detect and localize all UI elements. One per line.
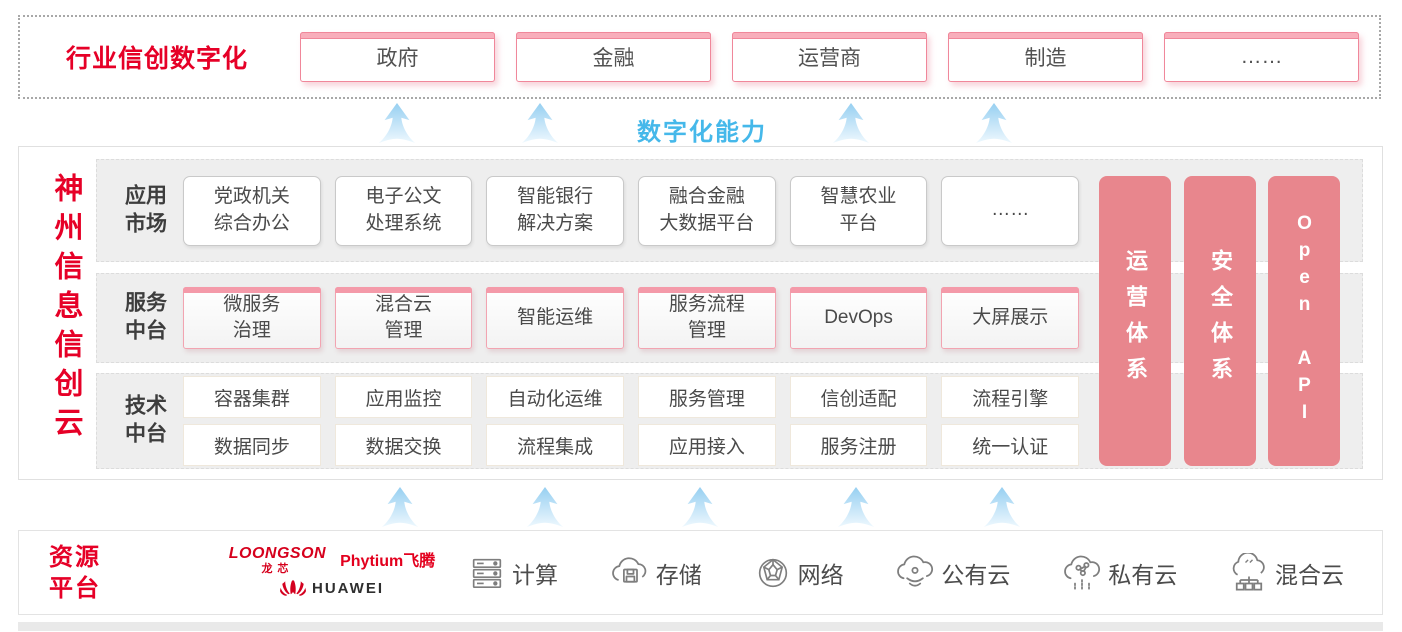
row-label-app-market: 应用 市场 [125,184,167,236]
resource-item-storage: 存储 [609,553,702,593]
service-box: 微服务 治理 [183,287,321,349]
service-items: 微服务 治理 混合云 管理 智能运维 服务流程 管理 DevOps 大屏展示 [183,274,1080,362]
storage-icon [611,556,647,583]
tech-box: 应用监控 [334,376,473,418]
huawei-flower-icon [280,579,306,596]
resource-platform-title: 资源 平台 [49,543,101,602]
tech-box: 服务注册 [789,424,928,466]
tech-box: 统一认证 [941,424,1080,466]
loongson-logo: LOONGSON 龙芯 [228,544,327,575]
row-label-tech: 技术 中台 [125,394,167,446]
up-arrow-icon [975,102,1013,144]
app-box: 党政机关 综合办公 [183,175,321,246]
up-arrow-icon [681,486,719,528]
tech-box: 流程集成 [486,424,625,466]
public-cloud-icon [897,555,934,587]
service-platform-row: 服务 中台 微服务 治理 混合云 管理 智能运维 服务流程 管理 DevOps … [96,273,1363,363]
up-arrow-icon [832,102,870,144]
app-box: 电子公文 处理系统 [334,175,473,246]
app-box: 智慧农业 平台 [789,175,928,246]
tech-box: 数据交换 [334,424,473,466]
resource-items: 计算 存储 网络 [467,531,1344,614]
tech-box: 应用接入 [638,424,776,466]
capability-label: 数字化能力 [637,119,767,146]
resource-item-hybrid-cloud: 混合云 [1228,552,1344,593]
service-box: 智能运维 [486,287,625,349]
phytium-logo: Phytium飞腾 [340,552,436,570]
private-cloud-icon [1064,555,1101,590]
compute-icon [472,558,502,588]
industry-box-manufacturing: 制造 [948,32,1143,82]
app-box: 智能银行 解决方案 [486,175,625,246]
up-arrow-icon [378,102,416,144]
side-bar-operation-system: 运营体系 [1099,176,1171,466]
up-arrow-icon [837,486,875,528]
tech-box: 服务管理 [638,376,776,418]
resource-item-public-cloud: 公有云 [894,553,1010,593]
tech-items: 容器集群 应用监控 自动化运维 服务管理 信创适配 流程引擎 数据同步 数据交换… [183,374,1080,468]
industry-banner: 行业信创数字化 政府 金融 运营商 制造 …… [18,15,1381,99]
tech-box: 流程引擎 [941,376,1080,418]
industry-box-operator: 运营商 [732,32,927,82]
industry-box-government: 政府 [300,32,495,82]
app-box: 融合金融 大数据平台 [638,175,776,246]
tech-box: 容器集群 [183,376,321,418]
service-box: 大屏展示 [941,287,1080,349]
service-box: 混合云 管理 [334,287,473,349]
network-icon [758,558,787,587]
up-arrow-icon [983,486,1021,528]
tech-subrow-top: 容器集群 应用监控 自动化运维 服务管理 信创适配 流程引擎 [183,376,1080,418]
tech-box: 自动化运维 [486,376,625,418]
resource-platform-panel: 资源 平台 LOONGSON 龙芯 Phytium飞腾 HUAWEI [18,530,1383,615]
app-box-more: …… [941,175,1080,246]
up-arrow-icon [381,486,419,528]
industry-row: 政府 金融 运营商 制造 …… [300,32,1359,82]
bottom-divider [18,622,1383,631]
tech-subrow-bottom: 数据同步 数据交换 流程集成 应用接入 服务注册 统一认证 [183,424,1080,466]
app-market-items: 党政机关 综合办公 电子公文 处理系统 智能银行 解决方案 融合金融 大数据平台… [183,160,1080,261]
resource-item-private-cloud: 私有云 [1061,553,1177,593]
platform-title: 神州信息信创云 [50,173,82,446]
industry-box-finance: 金融 [516,32,711,82]
industry-banner-title: 行业信创数字化 [66,45,249,73]
side-bar-security-system: 安全体系 [1184,176,1256,466]
service-box: DevOps [789,287,928,349]
up-arrow-icon [521,102,559,144]
side-bar-open-api: Open API [1268,176,1340,466]
tech-box: 数据同步 [183,424,321,466]
tech-box: 信创适配 [789,376,928,418]
resource-item-network: 网络 [753,553,844,593]
row-label-service: 服务 中台 [125,291,167,343]
vendor-logos: LOONGSON 龙芯 Phytium飞腾 HUAWEI [207,535,457,610]
service-box: 服务流程 管理 [638,287,776,349]
resource-item-compute: 计算 [467,553,558,593]
industry-box-more: …… [1164,32,1359,82]
hybrid-cloud-icon [1232,552,1265,590]
app-market-row: 应用 市场 党政机关 综合办公 电子公文 处理系统 智能银行 解决方案 融合金融… [96,159,1363,262]
huawei-logo: HUAWEI [207,578,457,600]
tech-platform-row: 技术 中台 容器集群 应用监控 自动化运维 服务管理 信创适配 流程引擎 数据同… [96,373,1363,469]
up-arrow-icon [526,486,564,528]
cloud-platform-panel: 神州信息信创云 应用 市场 党政机关 综合办公 电子公文 处理系统 智能银行 解… [18,146,1383,480]
